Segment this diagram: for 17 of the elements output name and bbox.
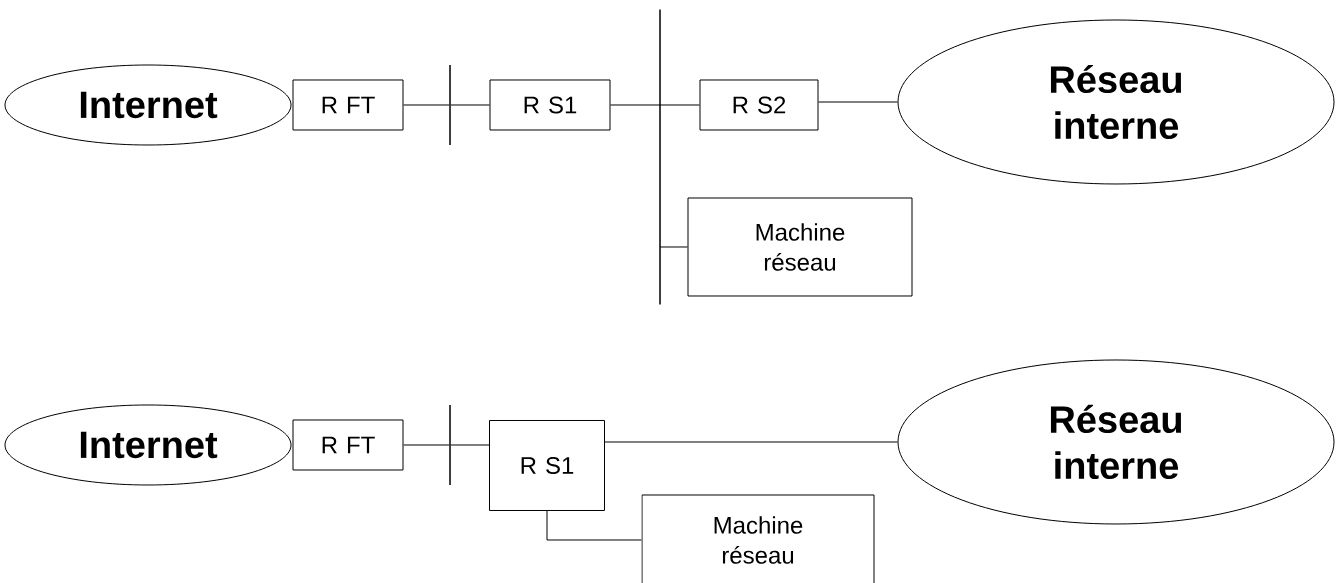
connector-line	[604, 441, 898, 443]
router-box: R S2	[699, 79, 819, 131]
connector-line	[450, 444, 490, 446]
connector-line	[818, 101, 898, 103]
connector-line	[659, 246, 688, 248]
machine-box: Machine réseau	[641, 494, 875, 583]
connector-line	[659, 104, 700, 106]
connector-line	[610, 104, 661, 106]
router-box: R S1	[489, 420, 605, 511]
connector-line	[403, 104, 450, 106]
connector-line	[546, 510, 642, 541]
machine-box: Machine réseau	[687, 197, 913, 297]
connector-line	[403, 444, 450, 446]
connector-line	[450, 104, 490, 106]
router-box: R FT	[292, 79, 404, 131]
router-box: R S1	[489, 79, 611, 131]
router-box: R FT	[292, 419, 404, 471]
